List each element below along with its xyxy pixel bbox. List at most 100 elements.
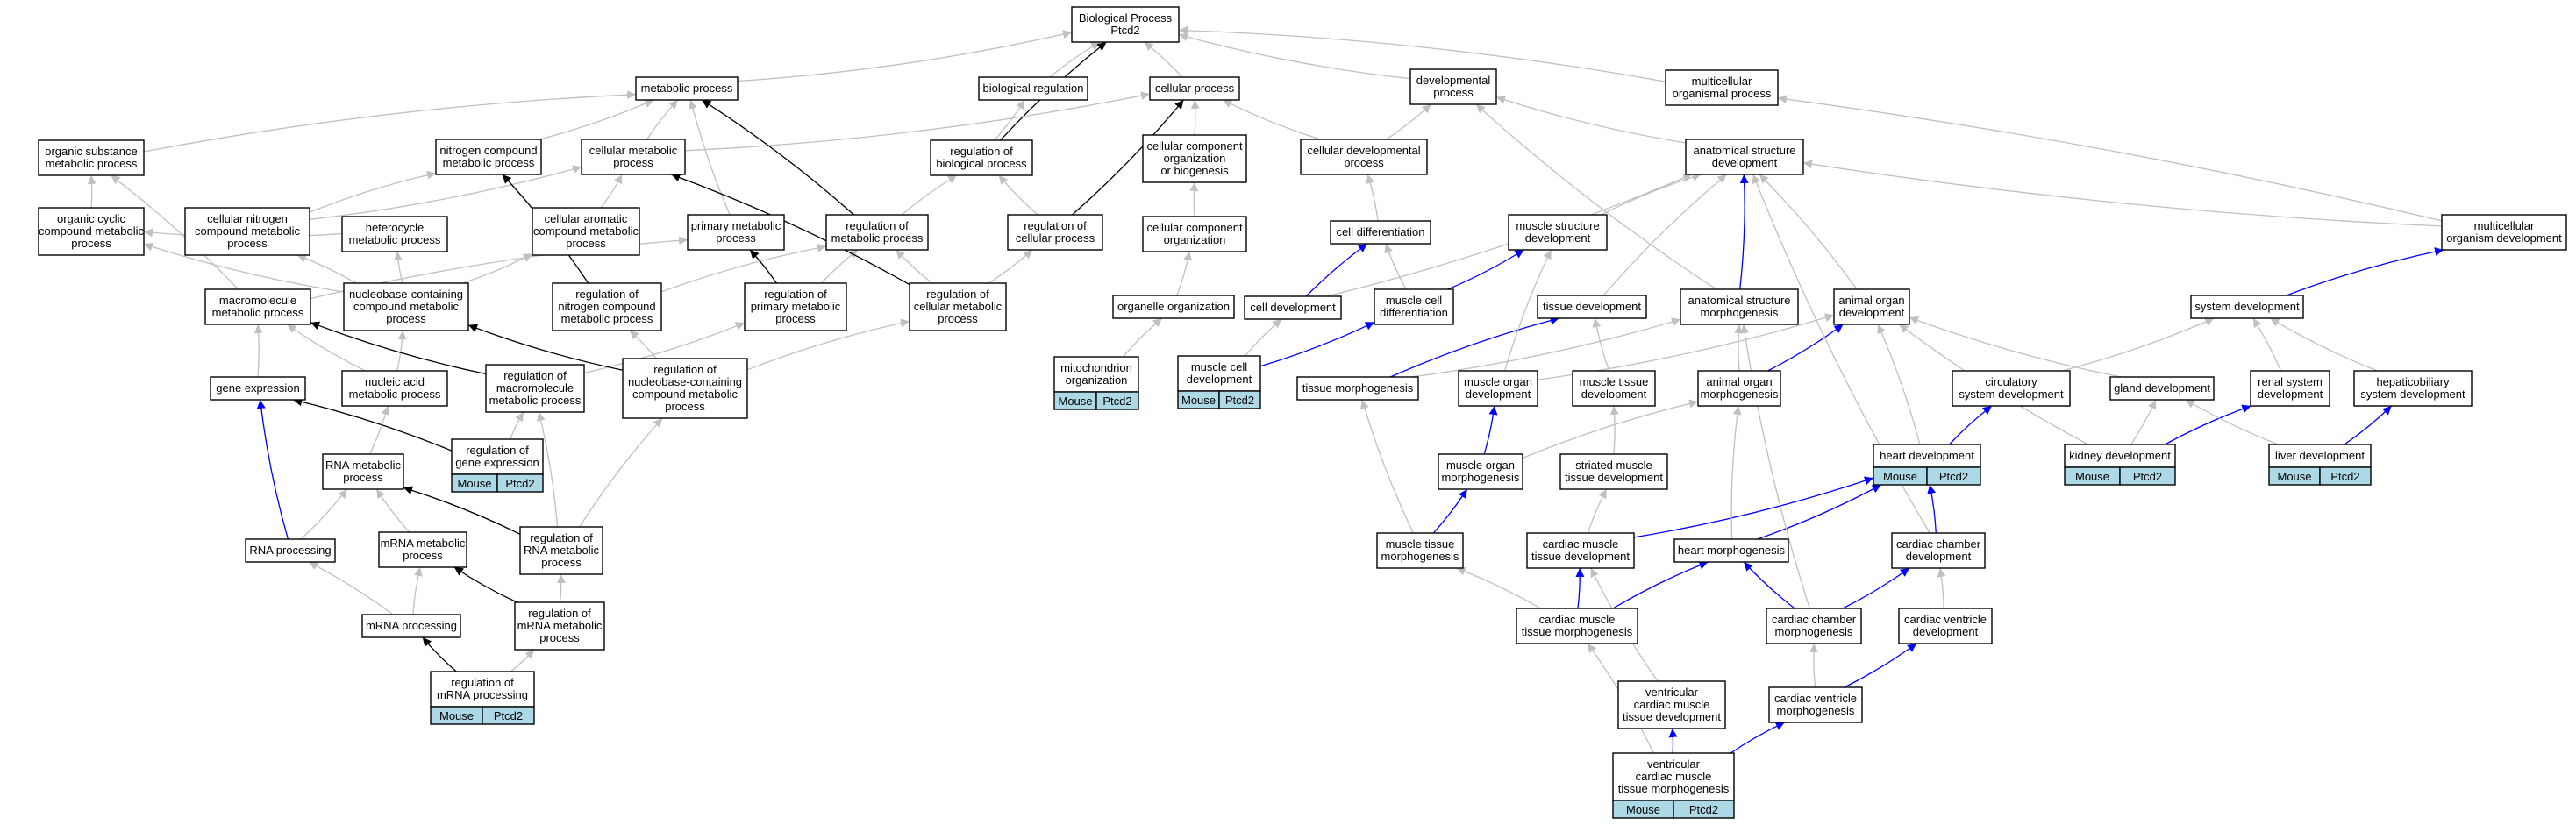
annotation-cell [2319, 466, 2372, 486]
go-term-node-heartmorph[interactable]: heart morphogenesis [1673, 538, 1789, 563]
edge-regulates [422, 636, 457, 672]
edge-is-a [660, 243, 827, 293]
edge-is-a [1144, 41, 1183, 78]
go-term-node-glanddev[interactable]: gland development [2109, 376, 2215, 401]
go-term-node-bioreg[interactable]: biological regulation [978, 76, 1088, 101]
node-label-line: cardiac muscle [1539, 613, 1616, 626]
node-box [378, 531, 467, 568]
node-label-line: regulation of [950, 145, 1013, 158]
node-label-line: morphogenesis [1381, 550, 1459, 563]
go-term-node-tissuedev[interactable]: tissue development [1537, 295, 1647, 319]
edge-is-a [111, 174, 239, 290]
node-box [245, 538, 336, 563]
go-term-node-organelle[interactable]: organelle organization [1112, 295, 1235, 319]
edge-is-a [2270, 317, 2378, 372]
node-label-line: multicellular [1692, 75, 1752, 88]
go-term-node-celldiff[interactable]: cell differentiation [1330, 220, 1431, 245]
go-term-node-celldev[interactable]: cell development [1244, 295, 1342, 320]
annotation-gene: Ptcd2 [494, 709, 523, 722]
edge-part-of [1633, 476, 1874, 538]
go-term-node-sysdev[interactable]: system development [2190, 295, 2304, 319]
go-term-node-geneexp[interactable]: gene expression [210, 376, 306, 401]
edge-is-a [536, 411, 559, 528]
node-label-line: tissue morphogenesis [1522, 625, 1633, 638]
annotation-species: Mouse [1058, 395, 1092, 408]
node-label-line: regulation of [575, 288, 639, 301]
node-box [2353, 370, 2473, 407]
annotation-cell [482, 706, 535, 725]
node-label-line: regulation of [451, 676, 514, 689]
node-label-line: cellular nitrogen [207, 212, 288, 225]
node-label-line: heart morphogenesis [1678, 544, 1786, 557]
go-term-node-rnaproc[interactable]: RNA processing [245, 538, 336, 563]
go-term-node-cellproc[interactable]: cellular process [1149, 76, 1240, 101]
node-label-line: multicellular [2474, 219, 2535, 232]
edge-is-a [87, 174, 96, 209]
go-term-node-regnucbase[interactable]: regulation ofnucleobase-containingcompou… [622, 358, 748, 419]
edge-is-a [684, 91, 1151, 152]
go-term-node-metabolic[interactable]: metabolic process [635, 76, 739, 101]
node-label-line: compound metabolic [632, 388, 738, 401]
go-term-node-tissuemorph[interactable]: tissue morphogenesis [1296, 376, 1419, 401]
go-term-node-mrnaproc[interactable]: mRNA processing [361, 614, 461, 638]
